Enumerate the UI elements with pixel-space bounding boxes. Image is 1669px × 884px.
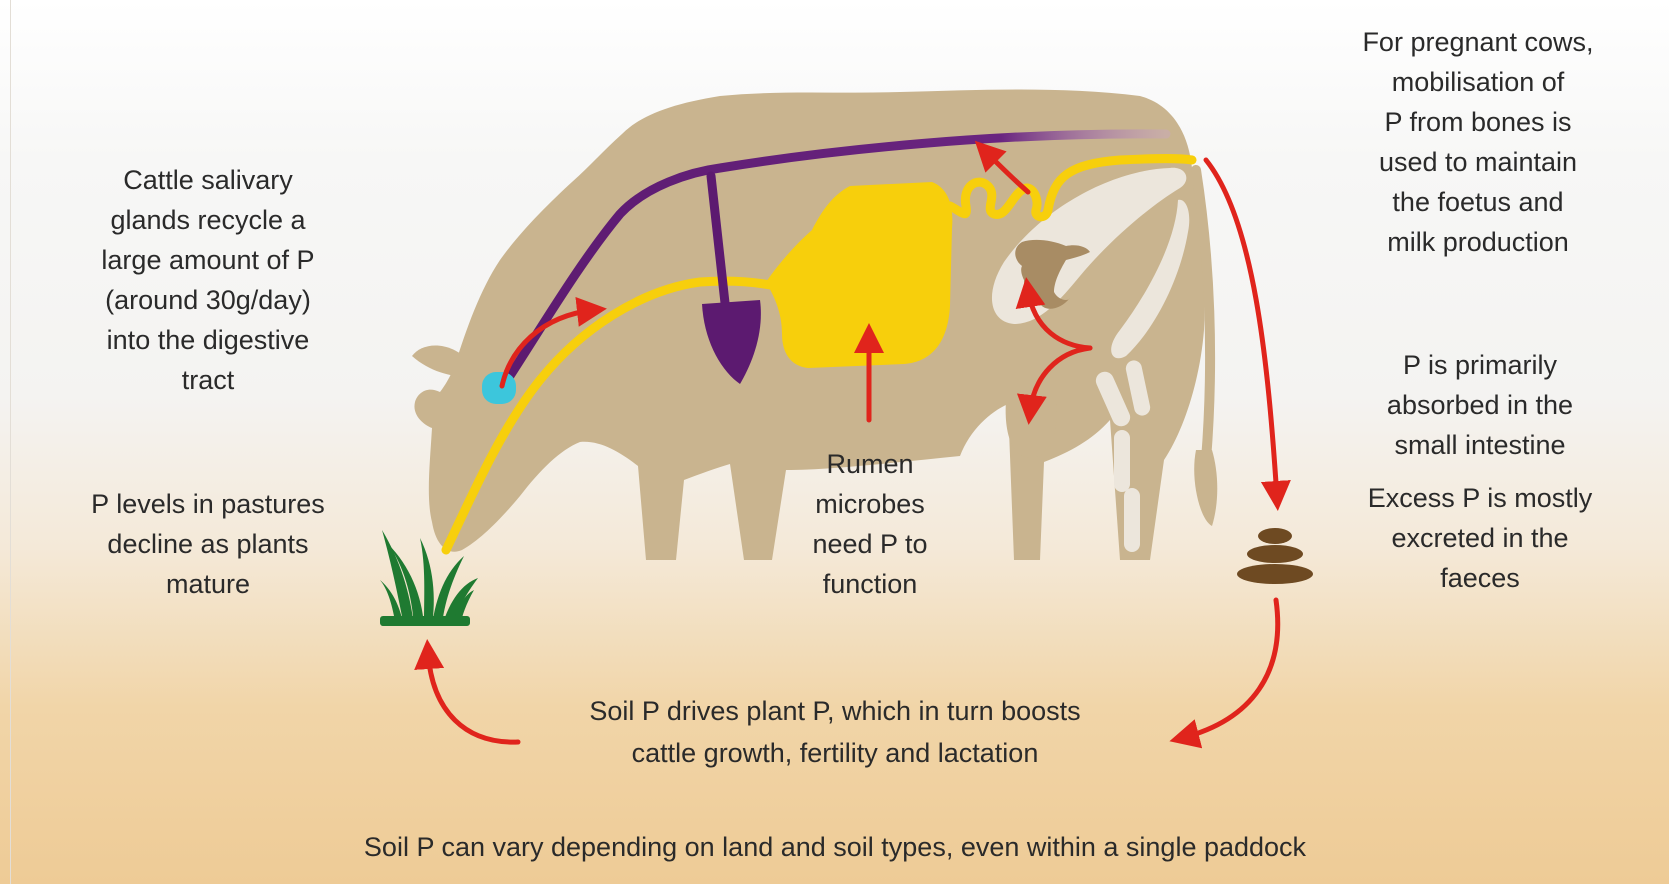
excess-p-annotation: Excess P is mostly excreted in the faece… [1330,478,1630,598]
small-intestine-annotation: P is primarily absorbed in the small int… [1330,345,1630,465]
salivary-glands-annotation: Cattle salivary glands recycle a large a… [58,160,358,400]
soil-drives-annotation: Soil P drives plant P, which in turn boo… [535,690,1135,774]
arrow-faeces-to-soil [1182,600,1278,738]
rumen-microbes-annotation: Rumen microbes need P to function [770,444,970,604]
soil-varies-caption: Soil P can vary depending on land and so… [200,827,1470,867]
pasture-decline-annotation: P levels in pastures decline as plants m… [58,484,358,604]
salivary-gland-icon [482,372,516,404]
dung-pile-icon [1237,528,1313,584]
arrow-to-faeces [1206,160,1277,498]
arrow-soil-to-grass [428,652,518,742]
pregnant-cows-annotation: For pregnant cows, mobilisation of P fro… [1318,22,1638,262]
